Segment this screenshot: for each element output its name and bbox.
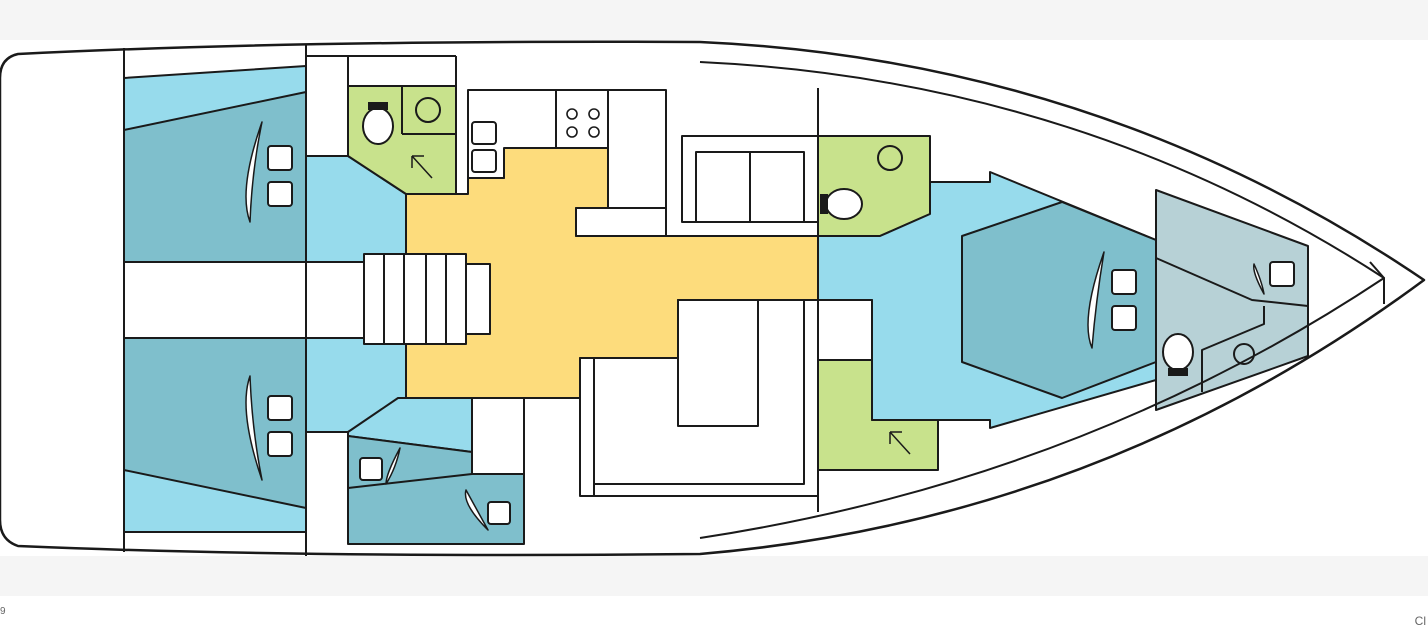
bow-head <box>1155 189 1309 411</box>
salon-table <box>579 299 819 497</box>
page-marker-right: Cl <box>1414 614 1426 628</box>
galley <box>467 89 667 237</box>
stove-icon <box>566 108 600 138</box>
bow-locker-line <box>1369 261 1385 304</box>
hull-outline <box>0 40 1426 557</box>
nav-station <box>681 135 819 223</box>
bottom-band <box>0 556 1428 596</box>
page-marker-left: 9 <box>0 606 6 617</box>
forward-cabin <box>961 201 1157 399</box>
pillow-icon <box>267 121 1295 525</box>
shower-icon <box>411 155 911 455</box>
toilet-icon <box>362 102 1194 376</box>
forward-locker <box>817 299 873 361</box>
bow-head-walls <box>1155 257 1309 392</box>
aft-locker <box>471 397 525 475</box>
top-band <box>0 0 1428 40</box>
sink-icon <box>415 97 1255 365</box>
companionway-stairs-icon <box>363 253 491 345</box>
deck-plan-diagram <box>0 40 1426 557</box>
bed-icon <box>245 121 1265 531</box>
